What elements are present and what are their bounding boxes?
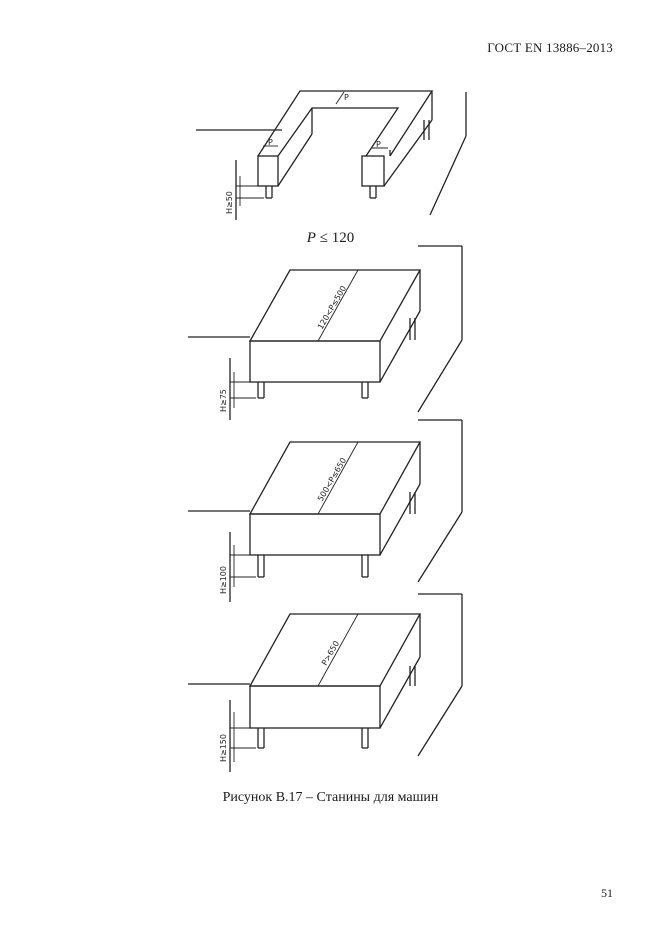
h-label-1: H≥75 xyxy=(219,389,228,412)
p-condition: ≤ 120 xyxy=(315,230,355,246)
p-variable: P xyxy=(306,230,316,246)
p-mark-top: P xyxy=(344,93,349,102)
p-mark-left: P xyxy=(268,138,273,147)
p-range-label-1: 120<P≤500 xyxy=(316,284,348,331)
u-frame-drawing xyxy=(196,90,467,220)
page-number: 51 xyxy=(601,886,613,900)
h-label-top: H≥50 xyxy=(225,191,234,214)
base-box-2 xyxy=(188,419,463,602)
figure-caption: Рисунок В.17 – Станины для машин xyxy=(222,790,439,805)
base-box-1 xyxy=(188,245,463,420)
p-condition-label: P ≤ 120 xyxy=(0,230,661,247)
document-header: ГОСТ EN 13886–2013 xyxy=(487,40,613,55)
base-box-3 xyxy=(188,593,463,772)
h-label-3: H≥150 xyxy=(219,734,228,762)
p-mark-right: P xyxy=(376,140,381,149)
p-range-label-2: 500<P≤650 xyxy=(316,456,348,503)
h-label-2: H≥100 xyxy=(219,566,228,594)
